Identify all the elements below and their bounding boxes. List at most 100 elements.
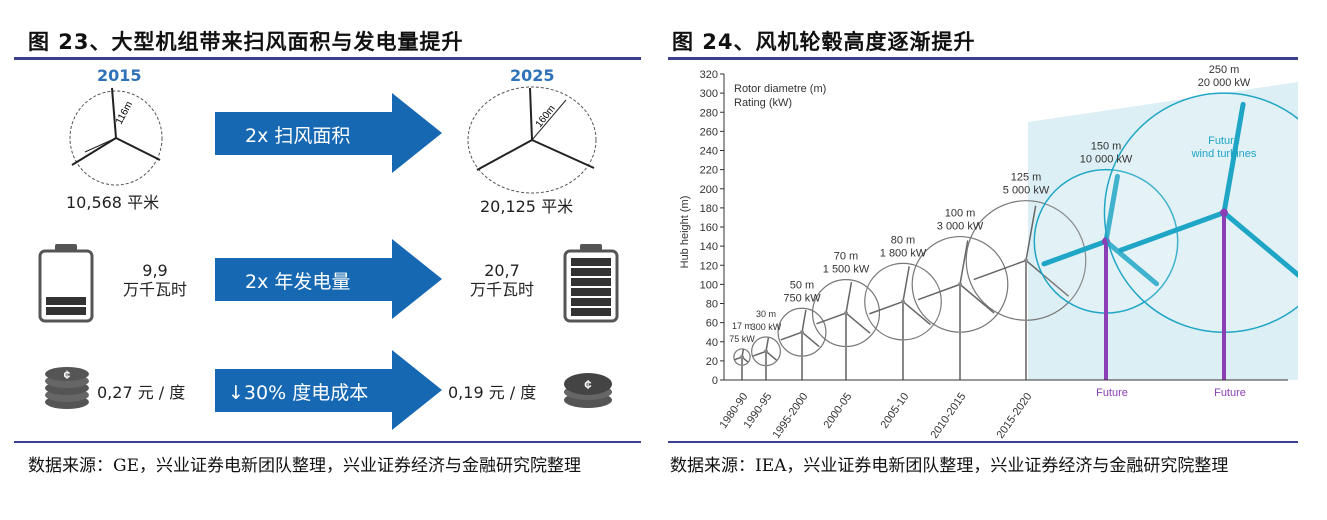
year-2015: 2015 (97, 66, 142, 85)
blade (869, 300, 904, 315)
y-tick-label: 240 (700, 146, 718, 158)
rotor-2025-icon: 160m (467, 86, 597, 194)
year-2025: 2025 (510, 66, 555, 85)
turbine-4 (864, 262, 942, 380)
fig24-top-rule (668, 57, 1298, 60)
x-category-label: 2010-2015 (928, 391, 968, 440)
rating-label: 10 000 kW (1080, 154, 1133, 166)
hub (1024, 258, 1028, 263)
blade (801, 309, 807, 333)
blade (1025, 205, 1037, 262)
blade (780, 331, 803, 341)
hub (844, 311, 848, 316)
y-tick-label: 280 (700, 107, 718, 119)
blade (959, 283, 995, 314)
blade (1103, 238, 1160, 287)
x-category-label: 1995-2000 (770, 391, 810, 440)
blade (816, 312, 847, 325)
rotor-2025-label: 160m (534, 103, 558, 129)
rating-label: 75 kW (729, 334, 755, 344)
rating-label: 3 000 kW (937, 221, 984, 233)
coin-stack-large-icon: ¢ (45, 367, 89, 409)
rotor-2015-label: 116m (114, 100, 135, 127)
arrow-annual-energy (215, 239, 442, 319)
arrow-lcoe-label: ↓30% 度电成本 (228, 382, 369, 404)
rotor-diameter-label: 50 m (790, 279, 814, 291)
rating-label: 5 000 kW (1003, 185, 1050, 197)
turbine-8 (1103, 92, 1298, 380)
rotor-diameter-label: 70 m (834, 251, 858, 263)
cost-2025: 0,19 元 / 度 (448, 383, 537, 402)
turbine-7 (1033, 168, 1179, 380)
coin-symbol-right: ¢ (584, 377, 591, 392)
coin-stack-small-icon: ¢ (564, 373, 612, 408)
turbine-1 (751, 336, 781, 380)
x-category-label: Future (1096, 387, 1128, 399)
blade (902, 300, 931, 325)
blade (752, 350, 767, 357)
blade (765, 350, 777, 361)
legend-item: Rotor diametre (m) (734, 83, 826, 95)
y-tick-label: 40 (706, 337, 718, 349)
y-tick-label: 140 (700, 241, 718, 253)
turbine-3 (811, 278, 881, 380)
y-tick-label: 220 (700, 165, 718, 177)
blade (973, 259, 1027, 281)
blade (1221, 210, 1298, 279)
hub (740, 355, 744, 360)
blade (917, 283, 961, 301)
legend-item: Rating (kW) (734, 97, 792, 109)
rating-label: 1 500 kW (823, 264, 870, 276)
turbine-2 (777, 307, 827, 380)
energy-2025-value: 20,7 (484, 261, 520, 280)
blade (1103, 173, 1120, 244)
y-tick-label: 320 (700, 69, 718, 81)
fig23-source: 数据来源：GE，兴业证券电新团队整理，兴业证券经济与金融研究院整理 (28, 456, 581, 476)
fig23-bottom-rule (14, 441, 641, 443)
hub (958, 282, 962, 287)
future-background (1028, 82, 1298, 380)
x-category-label: Future (1214, 387, 1246, 399)
blade (1041, 238, 1109, 267)
blade (1221, 101, 1246, 216)
energy-2015-unit: 万千瓦时 (122, 280, 187, 299)
blade (845, 281, 853, 314)
energy-2025-unit: 万千瓦时 (469, 280, 534, 299)
hub (764, 349, 768, 354)
turbine-5 (911, 235, 1009, 380)
rotor-diameter-label: 150 m (1091, 141, 1122, 153)
arrow-swept-area-label: 2x 扫风面积 (245, 125, 351, 147)
future-annotation: wind turbines (1191, 148, 1257, 160)
blade (959, 240, 969, 286)
rotor-diameter-label: 30 m (756, 309, 776, 319)
arrow-swept-area (215, 93, 442, 173)
fig23-infographic: 2015 2025 116m 160m (0, 0, 660, 440)
x-category-label: 2005-10 (878, 391, 911, 431)
fig24-bottom-rule (668, 441, 1298, 443)
fig23-graphics: 116m 160m (38, 86, 619, 430)
rating-label: 750 kW (783, 292, 821, 304)
rotor-diameter-label: 100 m (945, 208, 976, 220)
y-tick-label: 260 (700, 126, 718, 138)
future-annotation: Future (1208, 135, 1240, 147)
blade (801, 331, 820, 348)
cost-2015: 0,27 元 / 度 (97, 383, 186, 402)
y-tick-label: 80 (706, 299, 718, 311)
energy-2025: 20,7 万千瓦时 (447, 261, 557, 299)
y-tick-label: 0 (712, 375, 718, 387)
fig24-title: 图 24、风机轮毂高度逐渐提升 (672, 30, 976, 54)
y-tick-label: 60 (706, 318, 718, 330)
y-tick-label: 100 (700, 279, 718, 291)
x-category-label: 2000-05 (821, 391, 854, 431)
rotor-diameter-label: 125 m (1011, 172, 1042, 184)
blade (902, 266, 910, 303)
y-tick-label: 20 (706, 356, 718, 368)
swept-area-2015: 10,568 平米 (66, 193, 160, 212)
blade (765, 337, 770, 353)
blade (845, 312, 871, 334)
rotor-diameter-label: 17 m (732, 321, 752, 331)
rotor-2015-icon: 116m (69, 87, 163, 186)
x-category-label: 2015-2020 (994, 391, 1034, 440)
rotor-diameter-label: 250 m (1209, 64, 1240, 76)
